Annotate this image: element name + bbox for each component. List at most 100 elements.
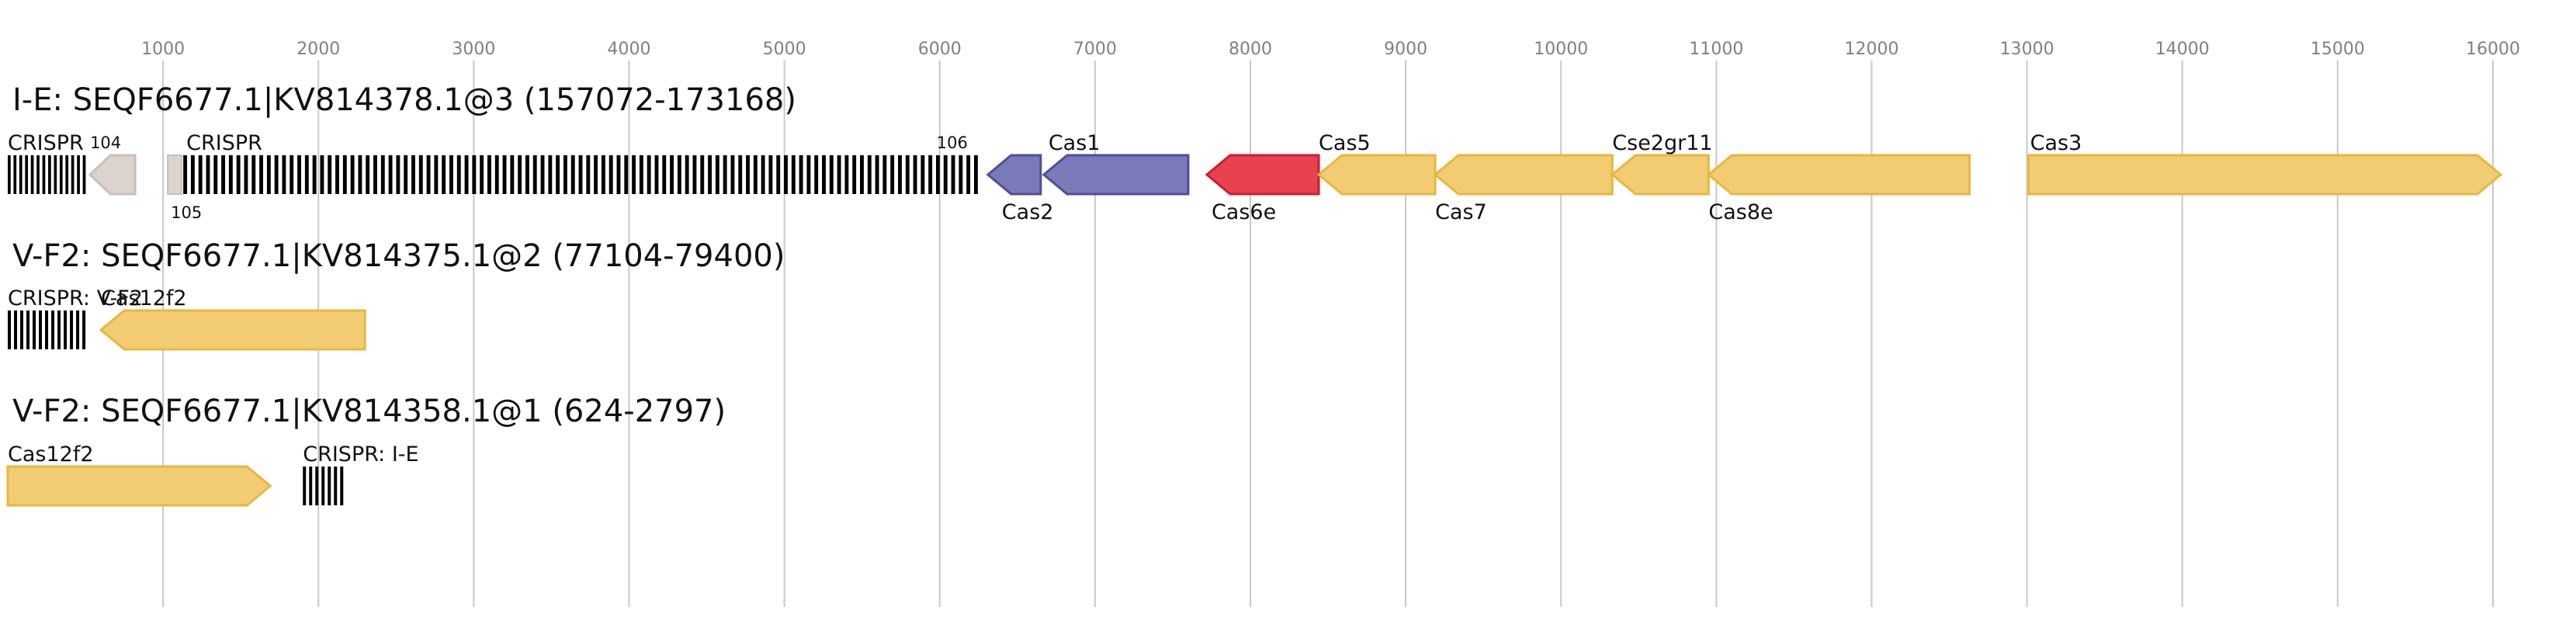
crispr-repeat xyxy=(708,155,712,194)
crispr-repeat xyxy=(791,155,796,194)
feature-label: Cas12f2 xyxy=(101,286,187,310)
crispr-repeat xyxy=(586,155,591,194)
crispr-repeat xyxy=(449,155,453,194)
cse2gr11-gene xyxy=(1610,154,1710,196)
track-ie-kv814378: I-E: SEQF6677.1|KV814378.1@3 (157072-173… xyxy=(8,82,2503,224)
crispr-repeat xyxy=(289,155,294,194)
crispr-repeat xyxy=(654,155,659,194)
crispr-repeat xyxy=(297,155,301,194)
crispr-repeat xyxy=(624,155,629,194)
crispr-repeat xyxy=(65,155,69,194)
crispr-repeat xyxy=(303,467,307,505)
crispr-repeat xyxy=(221,155,226,194)
crispr-repeat xyxy=(213,155,218,194)
feature-label: Cas7 xyxy=(1435,200,1487,224)
feature-label: Cas1 xyxy=(1049,131,1101,155)
crispr-repeat xyxy=(518,155,522,194)
crispr-repeat xyxy=(309,467,313,505)
crispr-repeat xyxy=(608,155,613,194)
repeat-105 xyxy=(167,154,183,195)
feature-label: Cas6e xyxy=(1212,200,1276,224)
crispr-repeat xyxy=(45,310,49,349)
crispr-repeat xyxy=(647,155,651,194)
feature-label: CRISPR: V-F2 xyxy=(8,286,143,310)
crispr-repeat xyxy=(59,155,63,194)
crispr-repeat xyxy=(26,310,30,349)
feature-label: Cas3 xyxy=(2030,131,2082,155)
crispr-repeat xyxy=(70,310,74,349)
crispr-repeat xyxy=(685,155,689,194)
crispr-repeat xyxy=(761,155,765,194)
crispr-repeat xyxy=(494,155,499,194)
crispr-repeat xyxy=(556,155,560,194)
crispr-repeat xyxy=(662,155,667,194)
crispr-repeat xyxy=(251,155,256,194)
crispr-repeat xyxy=(540,155,545,194)
crispr-repeat xyxy=(837,155,841,194)
axis-grid xyxy=(162,61,2494,607)
crispr-repeat xyxy=(920,155,925,194)
crispr-repeat xyxy=(814,155,819,194)
crispr-repeat xyxy=(244,155,248,194)
crispr-repeat xyxy=(334,467,338,505)
crispr-repeat xyxy=(33,310,36,349)
crispr-repeat xyxy=(632,155,636,194)
crispr-repeat xyxy=(456,155,461,194)
track-vf2-kv814375: V-F2: SEQF6677.1|KV814375.1@2 (77104-794… xyxy=(8,238,785,351)
feature-label: 105 xyxy=(171,203,202,222)
crispr-repeat xyxy=(822,155,826,194)
crispr-repeat xyxy=(434,155,439,194)
crispr-repeat xyxy=(776,155,781,194)
crispr-repeat xyxy=(42,155,46,194)
crispr-repeat xyxy=(76,310,80,349)
crispr-repeat xyxy=(829,155,834,194)
feature-label: CRISPR xyxy=(186,131,262,155)
cas12f2-gene xyxy=(6,465,272,507)
tick-label: 10000 xyxy=(1534,40,1588,59)
crispr-repeat xyxy=(570,155,575,194)
feature-label: Cas5 xyxy=(1319,131,1371,155)
crispr-repeat xyxy=(844,155,849,194)
crispr-repeat xyxy=(328,467,331,505)
tick-label: 15000 xyxy=(2311,40,2365,59)
tick-label: 4000 xyxy=(607,40,650,59)
crispr-repeat xyxy=(487,155,491,194)
crispr-repeat xyxy=(601,155,605,194)
crispr-repeat xyxy=(30,155,34,194)
crispr-repeat xyxy=(206,155,210,194)
crispr-repeat xyxy=(340,467,344,505)
crispr-repeat xyxy=(548,155,553,194)
crispr-repeat xyxy=(905,155,910,194)
track-title: V-F2: SEQF6677.1|KV814375.1@2 (77104-794… xyxy=(12,238,785,274)
crispr-repeat xyxy=(259,155,264,194)
cas7-gene xyxy=(1433,154,1614,196)
crispr-repeat xyxy=(670,155,674,194)
crispr-repeat xyxy=(48,155,51,194)
crispr-repeat xyxy=(852,155,857,194)
crispr-repeat xyxy=(951,155,955,194)
track-vf2-kv814358: V-F2: SEQF6677.1|KV814358.1@1 (624-2797)… xyxy=(6,394,726,507)
crispr-repeat xyxy=(784,155,788,194)
crispr-repeat xyxy=(315,467,319,505)
cas12f2-gene xyxy=(99,309,366,351)
crispr-repeat xyxy=(380,155,385,194)
tick-label: 9000 xyxy=(1384,40,1427,59)
feature-label: CRISPR: I-E xyxy=(303,442,418,467)
crispr-repeat xyxy=(890,155,895,194)
crispr-repeat xyxy=(746,155,750,194)
crispr-repeat xyxy=(730,155,735,194)
crispr-repeat xyxy=(753,155,758,194)
crispr-repeat xyxy=(25,155,29,194)
crispr-repeat xyxy=(502,155,507,194)
tick-label: 6000 xyxy=(918,40,962,59)
crispr-repeat xyxy=(715,155,719,194)
crispr-repeat xyxy=(266,155,271,194)
tick-label: 11000 xyxy=(1689,40,1743,59)
repeat-104 xyxy=(88,154,137,196)
crispr-repeat xyxy=(936,155,940,194)
crispr-repeat xyxy=(875,155,879,194)
crispr-repeat xyxy=(51,310,55,349)
crispr-repeat xyxy=(36,155,40,194)
tick-label: 7000 xyxy=(1073,40,1117,59)
